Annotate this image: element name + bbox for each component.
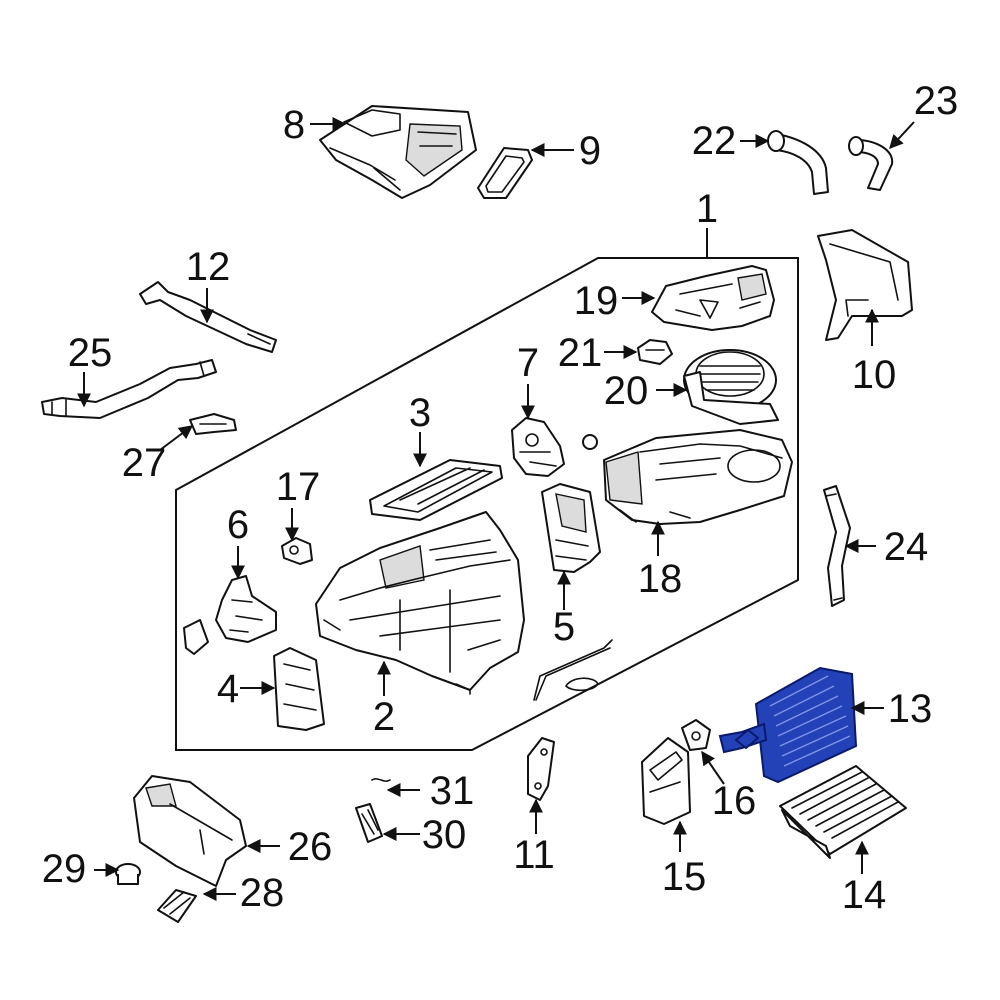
callout-28: 28 bbox=[240, 871, 285, 915]
callout-16: 16 bbox=[712, 779, 757, 823]
retaining-wire bbox=[533, 639, 613, 701]
leader-23 bbox=[889, 121, 915, 150]
part-16-expansion-valve[interactable] bbox=[681, 719, 711, 751]
callout-25: 25 bbox=[68, 331, 113, 375]
callout-10: 10 bbox=[852, 353, 897, 397]
part-19-blower-case-upper[interactable] bbox=[651, 265, 775, 331]
callout-17: 17 bbox=[276, 465, 321, 509]
callout-20: 20 bbox=[604, 369, 649, 413]
part-8-upper-duct[interactable] bbox=[319, 105, 477, 199]
part-21-blower-resistor[interactable] bbox=[637, 339, 673, 365]
callout-4: 4 bbox=[217, 667, 239, 711]
callout-18: 18 bbox=[638, 557, 683, 601]
part-4-side-duct[interactable] bbox=[273, 647, 325, 731]
callout-1: 1 bbox=[696, 187, 718, 231]
callout-31: 31 bbox=[430, 769, 475, 813]
callout-23: 23 bbox=[914, 79, 959, 123]
heater-case-assembly-outline bbox=[175, 228, 799, 751]
part-22-drain-hose[interactable] bbox=[767, 130, 829, 195]
callout-21: 21 bbox=[558, 331, 603, 375]
part-11-mount-bracket[interactable] bbox=[527, 737, 555, 801]
callout-26: 26 bbox=[288, 825, 333, 869]
callout-29: 29 bbox=[42, 847, 87, 891]
part-30-pad[interactable] bbox=[355, 803, 383, 843]
small-grommet bbox=[582, 434, 598, 450]
part-13-evaporator-core[interactable] bbox=[718, 666, 858, 784]
leader-27 bbox=[159, 425, 194, 451]
callout-11: 11 bbox=[513, 833, 555, 877]
part-20-blower-motor[interactable] bbox=[683, 349, 779, 425]
small-duct-clip bbox=[183, 619, 209, 655]
callout-6: 6 bbox=[227, 503, 249, 547]
part-26-cover[interactable] bbox=[133, 775, 247, 887]
part-17-temp-sensor[interactable] bbox=[281, 537, 313, 565]
callout-14: 14 bbox=[842, 873, 887, 917]
part-6-temp-actuator[interactable] bbox=[215, 575, 277, 643]
part-10-support-bracket[interactable] bbox=[817, 229, 913, 341]
part-5-floor-duct[interactable] bbox=[541, 483, 601, 573]
callout-13: 13 bbox=[888, 687, 933, 731]
part-27-hose-clip[interactable] bbox=[189, 413, 237, 435]
callout-30: 30 bbox=[422, 813, 467, 857]
callout-15: 15 bbox=[662, 855, 707, 899]
part-29-grommet[interactable] bbox=[115, 863, 141, 885]
callout-9: 9 bbox=[579, 129, 601, 173]
part-2-heater-case[interactable] bbox=[315, 511, 525, 695]
part-24-vent-hose[interactable] bbox=[823, 485, 851, 607]
callout-12: 12 bbox=[186, 245, 231, 289]
callout-27: 27 bbox=[122, 441, 167, 485]
part-7-mode-actuator[interactable] bbox=[511, 417, 565, 477]
part-15-control-module[interactable] bbox=[641, 737, 691, 825]
callout-2: 2 bbox=[373, 695, 395, 739]
part-3-air-filter[interactable] bbox=[369, 459, 503, 521]
part-31-spring-clip[interactable] bbox=[371, 778, 391, 782]
part-28-foam-pad[interactable] bbox=[157, 889, 197, 923]
callout-5: 5 bbox=[553, 605, 575, 649]
part-18-blower-case-lower[interactable] bbox=[603, 429, 793, 525]
callout-24: 24 bbox=[884, 525, 929, 569]
part-14-heater-core[interactable] bbox=[779, 765, 907, 859]
part-9-seal-gasket[interactable] bbox=[477, 147, 533, 199]
callout-22: 22 bbox=[692, 119, 737, 163]
callout-19: 19 bbox=[574, 279, 619, 323]
callout-7: 7 bbox=[517, 341, 539, 385]
leader-16 bbox=[701, 750, 725, 785]
callout-8: 8 bbox=[283, 103, 305, 147]
part-23-elbow-hose[interactable] bbox=[848, 136, 894, 191]
callout-3: 3 bbox=[409, 391, 431, 435]
